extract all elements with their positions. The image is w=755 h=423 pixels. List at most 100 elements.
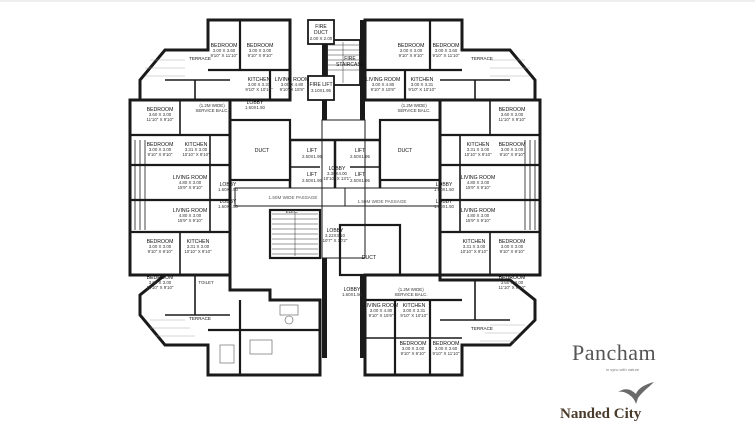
room-dim-ft: 11'10" X 9'10" <box>499 285 526 290</box>
bedroom-label: BEDROOM <box>398 43 425 49</box>
room-dim: 3.31 X 3.00 <box>185 147 208 152</box>
room-dim-ft: 9'10" X 9'10" <box>148 249 173 254</box>
elec-label: ELEC. <box>286 209 299 214</box>
lobby-right-2-dim: 1.60X1.50 <box>434 204 455 209</box>
core-labels: FIRE DUCT 2.00 X 2.00 FIRE STAIRCASE FIR… <box>218 24 455 297</box>
room-dim: 3.60 X 3.00 <box>501 280 524 285</box>
wide-label: (1.2M WIDE) <box>401 103 427 108</box>
wing-bottom-left <box>138 273 322 377</box>
room-dim-ft: 10'10" X 9'10" <box>464 152 492 157</box>
room-dim-ft: 9'10" X 9'10" <box>148 152 173 157</box>
room-dim-ft: 9'10" X 9'10" <box>399 53 424 58</box>
room-dim-ft: 9'10" X 15'9" <box>369 313 394 318</box>
fire-duct-dim: 2.00 X 2.00 <box>310 36 333 41</box>
room-dim: 4.80 X 3.00 <box>179 213 202 218</box>
living-room-label: LIVING ROOM <box>366 77 401 83</box>
bedroom-label: BEDROOM <box>499 239 526 245</box>
room-dim: 3.00 X 3.60 <box>435 346 458 351</box>
terrace-label: TERRACE <box>471 326 493 331</box>
wing-bottom-right <box>363 273 537 377</box>
terrace-label: TERRACE <box>471 56 493 61</box>
toilet-label: TOILET <box>198 280 214 285</box>
room-dim: 3.31 X 3.00 <box>463 244 486 249</box>
bedroom-label: BEDROOM <box>147 275 174 281</box>
bedroom-label: BEDROOM <box>433 341 460 347</box>
lobby-top-label: LOBBY <box>247 100 264 106</box>
terrace-label: TERRACE <box>189 56 211 61</box>
kitchen-label: KITCHEN <box>463 239 486 245</box>
room-dim-ft: 15'9" X 9'10" <box>178 218 203 223</box>
room-dim-ft: 9'10" X 11'10" <box>433 351 460 356</box>
room-dim-ft: 9'10" X 9'10" <box>500 152 525 157</box>
lobby-center-label: LOBBY <box>329 166 346 172</box>
lift-bottom-right-label: LIFT <box>355 172 365 178</box>
living-room-label: LIVING ROOM <box>173 208 208 214</box>
lift-bottom-left-label: LIFT <box>307 172 317 178</box>
lobby-left-1-dim: 1.60X1.50 <box>218 187 239 192</box>
room-dim-ft: 9'10" X 10'10" <box>245 87 273 92</box>
living-room-label: LIVING ROOM <box>275 77 310 83</box>
room-labels: BEDROOM 3.00 X 3.60 9'10" X 11'10" BEDRO… <box>147 43 526 356</box>
bedroom-label: BEDROOM <box>147 142 174 148</box>
fire-duct-label: FIRE <box>315 24 327 30</box>
lobby-left-1-label: LOBBY <box>220 182 237 188</box>
bedroom-label: BEDROOM <box>247 43 274 49</box>
room-dim: 3.60 X 3.00 <box>149 112 172 117</box>
brand-city: Nanded City <box>560 406 642 422</box>
bird-icon <box>618 382 654 404</box>
wing-right <box>438 98 542 277</box>
lobby-left-2-dim: 1.60X1.50 <box>218 204 239 209</box>
service-balc-label: SERVICE BALC. <box>394 292 427 297</box>
room-dim-ft: 9'10" X 11'10" <box>433 53 460 58</box>
room-dim-ft: 9'10" X 9'10" <box>401 351 426 356</box>
lift-bottom-right-dim: 2.50X1.95 <box>350 178 371 183</box>
lift-top-right-dim: 2.50X1.95 <box>350 154 371 159</box>
room-dim: 3.00 X 3.00 <box>402 346 425 351</box>
service-balc-label: SERVICE BALC. <box>195 108 228 113</box>
room-dim-ft: 9'10" X 10'10" <box>408 87 436 92</box>
bedroom-label: BEDROOM <box>147 107 174 113</box>
bedroom-label: BEDROOM <box>499 275 526 281</box>
room-dim: 3.00 X 4.80 <box>370 308 393 313</box>
living-room-label: LIVING ROOM <box>461 208 496 214</box>
room-dim: 4.80 X 3.00 <box>467 213 490 218</box>
lobby-center-dim: 3.30X4.00 <box>327 171 348 176</box>
lobby-left-2-label: LOBBY <box>220 199 237 205</box>
lobby-stair-dim-ft: 10'7" X 10'2" <box>323 238 348 243</box>
room-dim: 3.60 X 3.00 <box>501 112 524 117</box>
bedroom-label: BEDROOM <box>499 142 526 148</box>
lift-top-right-label: LIFT <box>355 148 365 154</box>
room-dim-ft: 15'9" X 9'10" <box>466 185 491 190</box>
lobby-right-2-label: LOBBY <box>436 199 453 205</box>
room-dim-ft: 15'9" X 9'10" <box>466 218 491 223</box>
lift-top-left-dim: 2.50X1.95 <box>302 154 323 159</box>
room-dim-ft: 9'10" X 11'10" <box>211 53 238 58</box>
kitchen-label: KITCHEN <box>187 239 210 245</box>
room-dim: 3.00 X 3.00 <box>149 244 172 249</box>
duct-left-label: DUCT <box>255 148 270 154</box>
lift-bottom-left-dim: 2.50X1.95 <box>302 178 323 183</box>
fire-staircase-label: FIRE <box>344 56 356 62</box>
living-room-label: LIVING ROOM <box>461 175 496 181</box>
room-dim-ft: 10'10" X 9'10" <box>182 152 210 157</box>
lobby-stair-dim: 3.22X3.10 <box>325 233 346 238</box>
room-dim-ft: 11'10" X 9'10" <box>147 117 174 122</box>
lobby-right-1-dim: 1.60X1.50 <box>434 187 455 192</box>
lobby-stair-label: LOBBY <box>327 228 344 234</box>
room-dim: 3.00 X 4.80 <box>372 82 395 87</box>
fire-duct-label-2: DUCT <box>314 30 328 36</box>
brand-logo: Pancham in sync with nature Nanded City <box>560 336 696 422</box>
room-dim: 3.31 X 3.00 <box>467 147 490 152</box>
brand-name: Pancham <box>572 340 657 365</box>
lobby-right-1-label: LOBBY <box>436 182 453 188</box>
room-dim: 3.60 X 3.00 <box>149 280 172 285</box>
room-dim: 3.00 X 3.31 <box>403 308 426 313</box>
kitchen-label: KITCHEN <box>467 142 490 148</box>
room-dim: 3.00 X 4.80 <box>281 82 304 87</box>
room-dim-ft: 10'10" X 9'10" <box>460 249 488 254</box>
kitchen-label: KITCHEN <box>403 303 426 309</box>
lift-top-left-label: LIFT <box>307 148 317 154</box>
room-dim-ft: 10'10" X 9'10" <box>184 249 212 254</box>
bedroom-label: BEDROOM <box>499 107 526 113</box>
